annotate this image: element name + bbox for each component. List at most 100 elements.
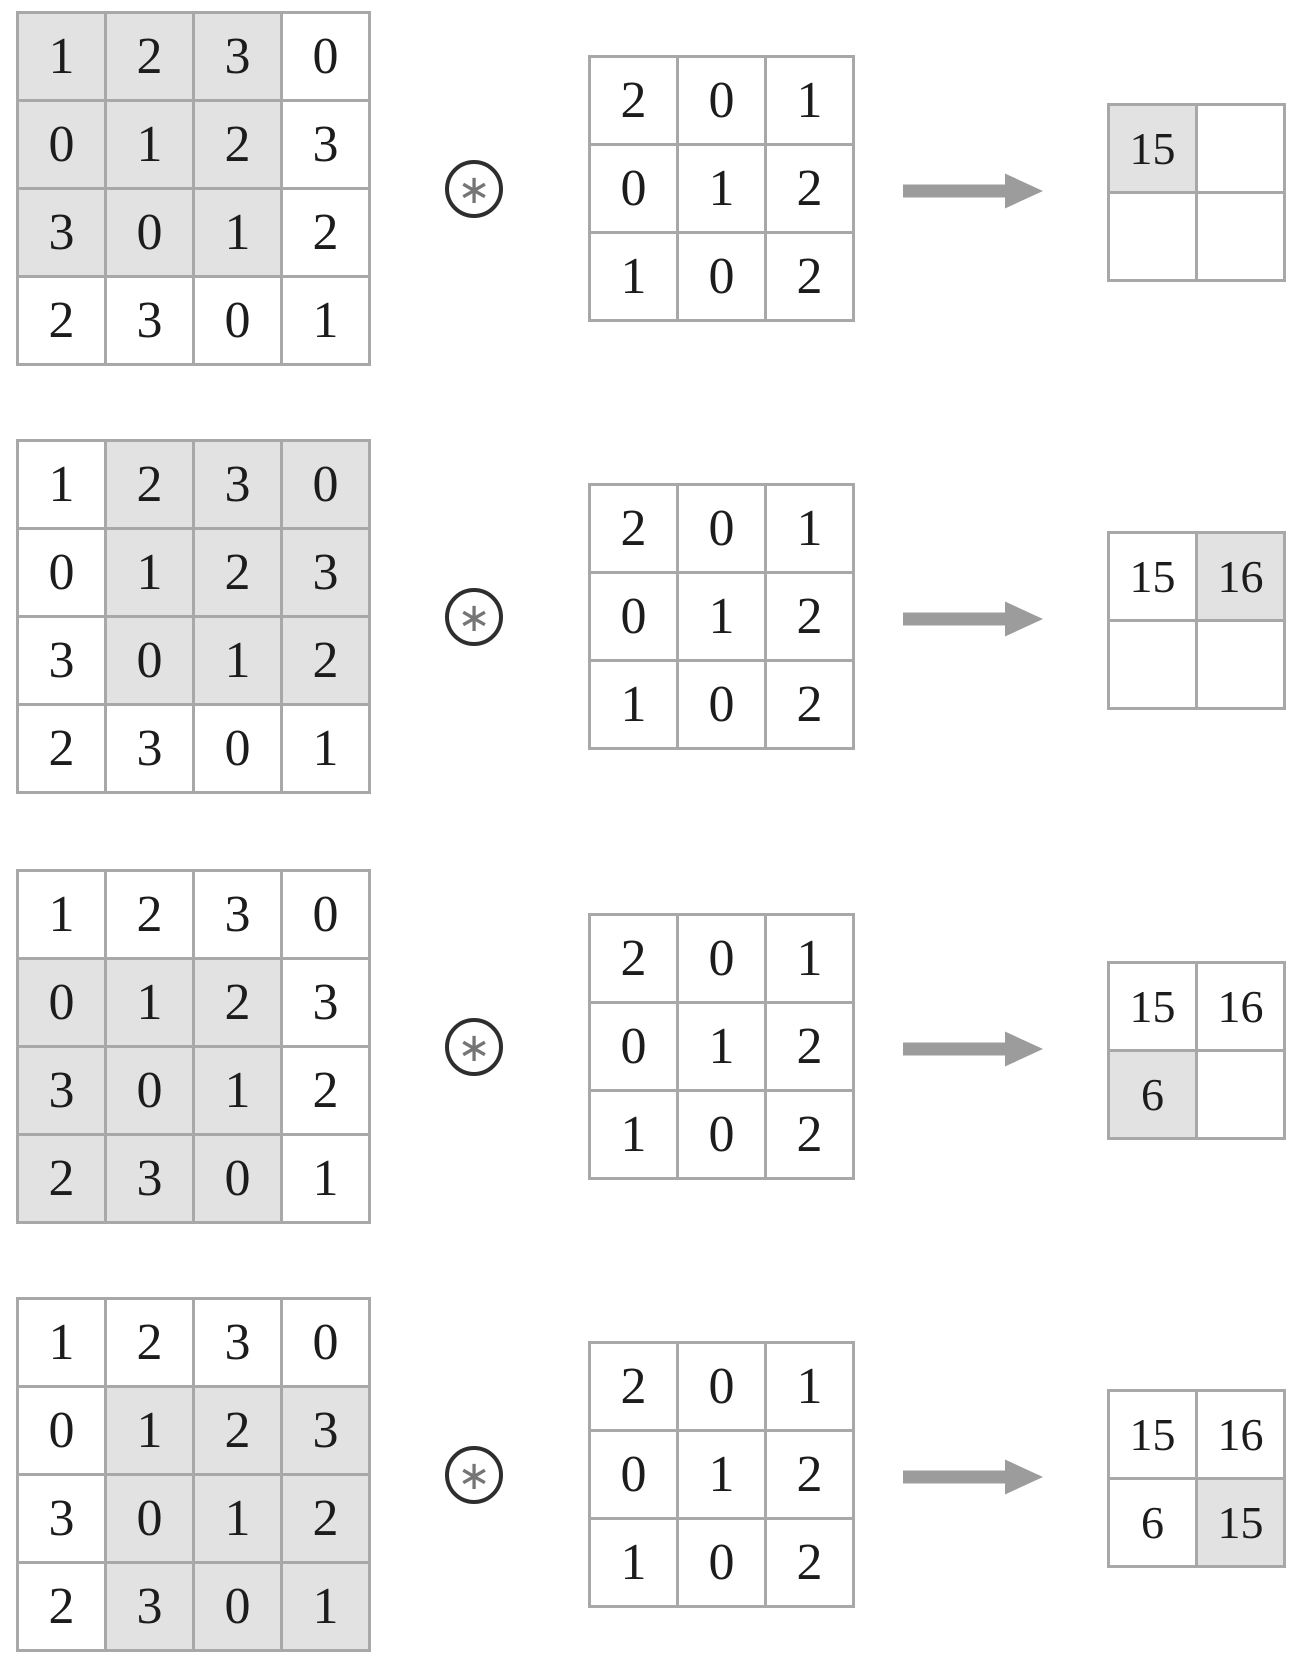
arrow-icon [903,1459,1043,1495]
matrix-cell: 2 [19,706,104,791]
matrix-cell [1198,622,1283,707]
matrix-cell: 2 [195,530,280,615]
matrix-cell: 2 [19,1564,104,1649]
matrix-cell: 1 [283,706,368,791]
matrix-cell: 6 [1110,1480,1195,1565]
matrix-cell [1110,622,1195,707]
matrix-cell: 0 [283,1300,368,1385]
matrix-cell: 3 [19,190,104,275]
matrix-cell: 16 [1198,1392,1283,1477]
matrix-cell: 1 [195,1048,280,1133]
matrix-cell: 0 [195,706,280,791]
matrix-cell: 1 [591,662,676,747]
matrix-cell: 3 [283,960,368,1045]
matrix-cell: 3 [107,1136,192,1221]
matrix-cell: 0 [591,146,676,231]
matrix-cell: 0 [679,486,764,571]
matrix-cell: 1 [107,960,192,1045]
matrix-cell: 3 [19,618,104,703]
matrix-cell: 0 [19,530,104,615]
asterisk-icon: ∗ [457,167,491,213]
matrix-cell: 1 [679,1004,764,1089]
convolution-operator: ∗ [445,588,503,646]
matrix-cell: 0 [679,1520,764,1605]
matrix-cell: 0 [195,278,280,363]
convolution-operator: ∗ [445,1018,503,1076]
matrix-cell: 0 [107,1048,192,1133]
matrix-cell: 1 [283,1136,368,1221]
matrix-cell: 1 [767,1344,852,1429]
matrix-cell: 2 [283,1476,368,1561]
matrix-cell: 2 [591,916,676,1001]
matrix-cell: 0 [679,1092,764,1177]
matrix-cell [1198,1052,1283,1137]
matrix-cell: 3 [107,1564,192,1649]
matrix-cell: 2 [767,662,852,747]
matrix-cell: 1 [195,618,280,703]
matrix-cell: 1 [19,1300,104,1385]
arrow-icon [903,173,1043,209]
matrix-cell: 16 [1198,534,1283,619]
matrix-cell: 0 [19,102,104,187]
matrix-cell: 1 [19,872,104,957]
matrix-cell: 1 [283,1564,368,1649]
matrix-cell: 1 [107,530,192,615]
matrix-cell: 0 [679,1344,764,1429]
matrix-cell: 0 [679,916,764,1001]
matrix-cell: 2 [195,1388,280,1473]
matrix-cell: 2 [19,278,104,363]
matrix-cell: 2 [767,1004,852,1089]
matrix-cell: 15 [1110,534,1195,619]
matrix-cell: 2 [195,960,280,1045]
arrow-icon [903,601,1043,637]
matrix-cell: 2 [591,58,676,143]
matrix-cell: 2 [107,442,192,527]
matrix-cell: 2 [591,486,676,571]
matrix-cell: 2 [767,146,852,231]
matrix-cell: 0 [283,872,368,957]
matrix-cell: 0 [107,1476,192,1561]
matrix-cell: 0 [195,1136,280,1221]
matrix-cell: 0 [591,1004,676,1089]
matrix-cell: 3 [107,278,192,363]
matrix-cell: 3 [283,530,368,615]
asterisk-icon: ∗ [457,1025,491,1071]
matrix-cell: 0 [679,662,764,747]
matrix-cell: 2 [767,234,852,319]
matrix-cell: 2 [195,102,280,187]
matrix-cell: 3 [283,102,368,187]
matrix-cell: 0 [591,574,676,659]
matrix-cell: 1 [283,278,368,363]
matrix-cell: 6 [1110,1052,1195,1137]
matrix-cell: 2 [283,618,368,703]
matrix-cell: 15 [1110,106,1195,191]
matrix-cell: 1 [195,190,280,275]
matrix-cell: 1 [591,234,676,319]
matrix-cell: 3 [195,442,280,527]
matrix-cell [1198,194,1283,279]
matrix-cell: 1 [107,102,192,187]
matrix-cell: 2 [767,1092,852,1177]
matrix-cell [1198,106,1283,191]
matrix-cell [1110,194,1195,279]
matrix-cell: 2 [767,1520,852,1605]
matrix-cell: 3 [19,1476,104,1561]
convolution-operator: ∗ [445,1446,503,1504]
matrix-cell: 15 [1110,1392,1195,1477]
matrix-cell: 0 [19,960,104,1045]
matrix-cell: 1 [19,442,104,527]
